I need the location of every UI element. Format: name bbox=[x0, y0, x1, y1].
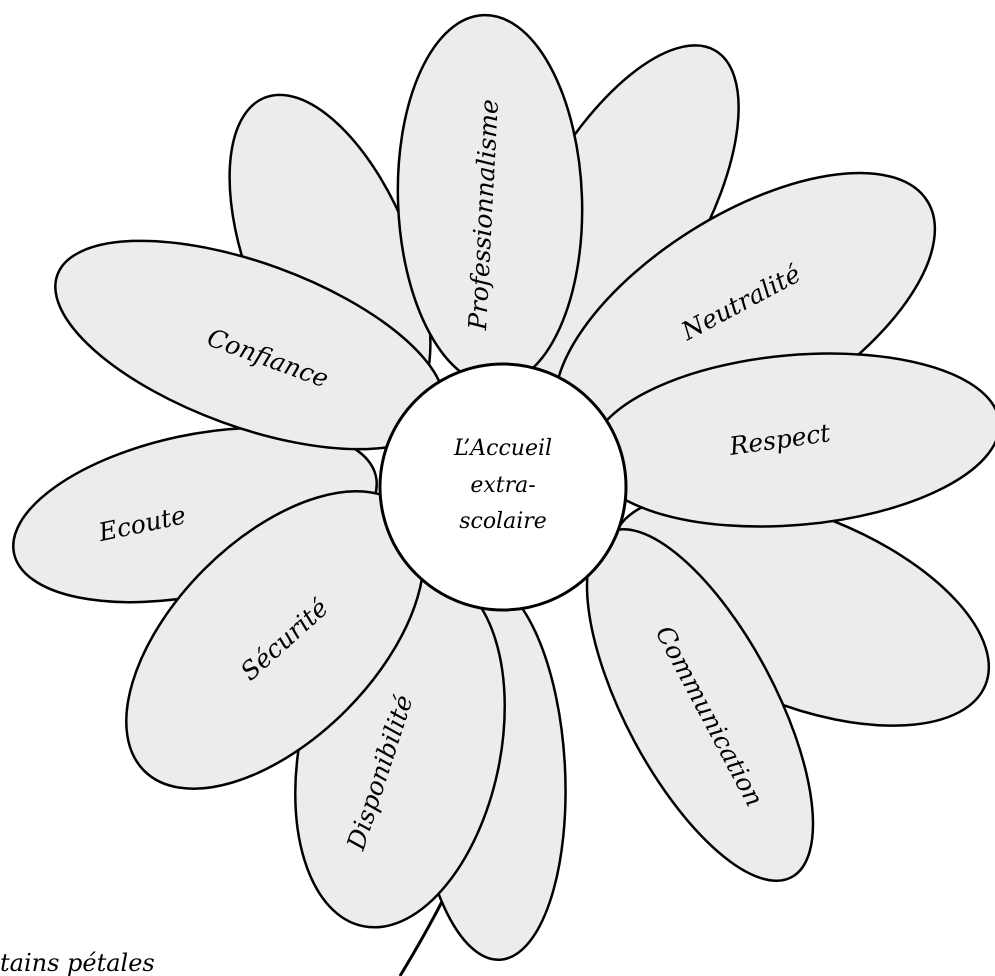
caption-text: tains pétales bbox=[0, 949, 155, 976]
flower-center bbox=[378, 362, 628, 612]
center-title-line1: L’Accueil bbox=[453, 436, 552, 461]
center-title-line2: extra- bbox=[470, 473, 535, 498]
center-title-line3: scolaire bbox=[459, 509, 547, 534]
